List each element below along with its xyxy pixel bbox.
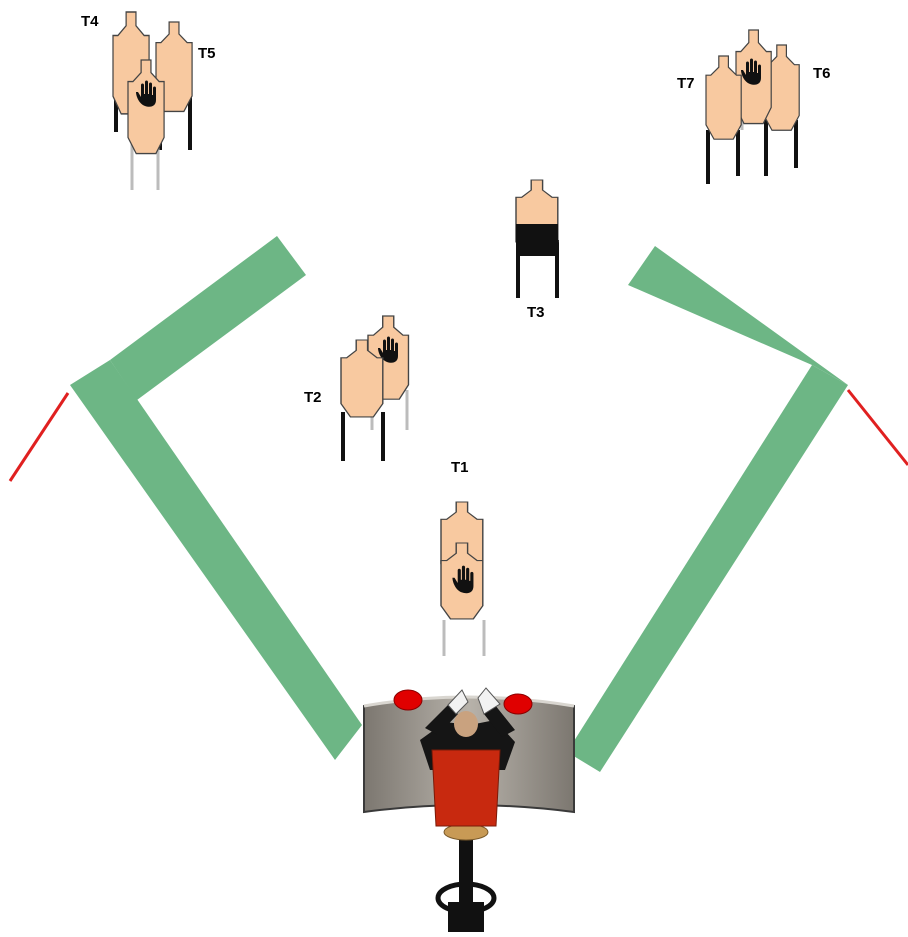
wall-right-lower (567, 365, 848, 772)
shooting-position (363, 687, 575, 932)
t3-hardcover (516, 224, 558, 256)
t6-label: T6 (813, 65, 831, 82)
target-group-t6-t7: T7 T6 (677, 29, 831, 184)
desk-top-edge (363, 695, 575, 708)
t4-label: T4 (81, 13, 99, 30)
target-t3: T3 (515, 179, 559, 321)
t7-label: T7 (677, 75, 695, 92)
wall-left-upper (110, 236, 306, 400)
fault-line-right (846, 389, 908, 466)
t3-label: T3 (527, 304, 545, 321)
bar-stool-icon (435, 823, 497, 932)
desk-button-left (393, 689, 423, 711)
t2-label: T2 (304, 389, 322, 406)
t1-label: T1 (451, 459, 469, 476)
wall-right-upper (628, 246, 848, 385)
target-group-t2: T2 (304, 315, 410, 461)
wall-left-lower (70, 360, 362, 760)
t5-label: T5 (198, 45, 216, 62)
desk-button-right (503, 693, 533, 715)
shooter-icon (420, 687, 515, 827)
target-group-t4-t5: T4 T5 (81, 11, 216, 190)
walls (8, 236, 908, 772)
fault-line-left (8, 392, 70, 482)
target-group-t1: T1 (440, 459, 486, 656)
